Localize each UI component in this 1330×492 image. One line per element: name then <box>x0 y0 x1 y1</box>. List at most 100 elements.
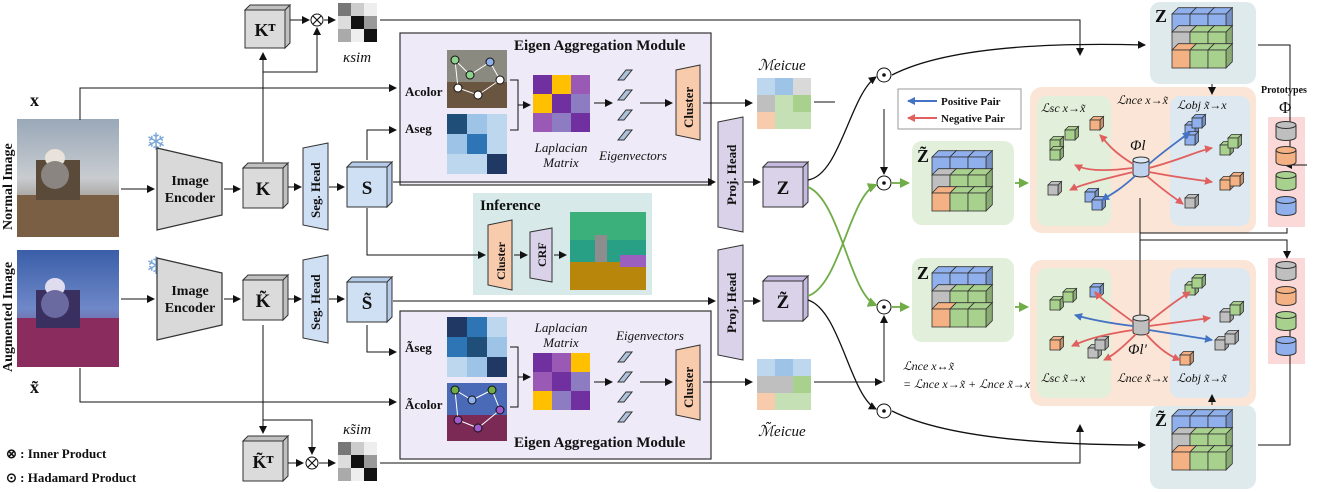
svg-text:K̃: K̃ <box>256 291 271 312</box>
kt-tilde-box: K̃ᵀ <box>241 434 290 483</box>
feature-cube <box>967 301 994 328</box>
loss-nce-bottom: ℒnce x̃→x <box>1117 371 1169 385</box>
svg-text:Cluster: Cluster <box>681 87 696 128</box>
svg-text:Z̃: Z̃ <box>777 292 790 313</box>
hadamard-product-legend: ⊙ : Hadamard Product <box>6 470 137 485</box>
prototype-cylinder <box>1275 171 1297 191</box>
sample-cube <box>1064 125 1080 141</box>
laplacian-tilde-label-1: Laplacian <box>534 320 588 335</box>
svg-text:CRF: CRF <box>535 242 549 267</box>
m-eicue-tilde-matrix <box>757 359 811 410</box>
loss-top-samples <box>1047 113 1245 211</box>
pair-arrows-bottom <box>1071 291 1213 362</box>
svg-text:Encoder: Encoder <box>165 301 216 316</box>
loss-panel-top-right <box>1170 96 1250 226</box>
sample-cube <box>1229 300 1245 316</box>
sample-cube <box>1049 145 1065 161</box>
phi-l-label: Φl <box>1130 138 1146 154</box>
augmented-image <box>17 250 119 367</box>
m-eicue-label: ℳeicue <box>758 58 806 74</box>
loss-bottom-samples <box>1049 273 1245 366</box>
kt-box: Kᵀ <box>243 3 292 50</box>
hadamard-op-1 <box>876 67 892 83</box>
z-tilde-bottom-cubes <box>1171 408 1234 471</box>
loss-obj-bottom: ℒobj x̃→x̃ <box>1177 371 1227 385</box>
sample-cube <box>1184 193 1200 209</box>
loss-sc-bottom: ℒsc x̃→x <box>1041 371 1086 385</box>
image-encoder-bottom: Image Encoder <box>156 257 223 341</box>
nce-sum-line1: ℒnce x↔x̃ <box>903 359 955 373</box>
eam-bottom-title: Eigen Aggregation Module <box>514 435 686 451</box>
svg-text:K: K <box>256 179 271 200</box>
m-eicue-matrix <box>757 78 811 129</box>
sample-cube <box>1224 329 1240 345</box>
sample-cube <box>1229 171 1245 187</box>
m-eicue-tilde-label: ℳ̃eicue <box>758 421 806 440</box>
laplacian-label-2: Matrix <box>542 155 579 170</box>
hadamard-op-2 <box>876 175 892 191</box>
sample-cube <box>1227 133 1243 149</box>
z-top-label: Z <box>1155 6 1167 26</box>
feature-cube <box>1207 444 1234 471</box>
z-tilde-mid-cubes <box>931 149 994 212</box>
prototypes-bottom-cylinders <box>1275 261 1297 356</box>
seg-head-top: Seg. Head <box>302 142 329 231</box>
svg-text:S: S <box>362 178 373 199</box>
feature-cube <box>1207 42 1234 69</box>
z-tilde-mid-label: Z̃ <box>917 146 929 166</box>
eigenvectors-label-top: Eigenvectors <box>598 148 667 163</box>
loss-sc-top: ℒsc x→x̃ <box>1041 101 1086 115</box>
a-color-image <box>447 50 507 108</box>
prototype-cylinder <box>1275 311 1297 331</box>
prototype-cylinder <box>1275 336 1297 356</box>
sample-cube <box>1089 115 1105 131</box>
proj-head-bottom: Proj. Head <box>717 244 744 361</box>
z-tilde-bottom-label: Z̃ <box>1155 410 1167 430</box>
sample-cube <box>1094 335 1110 351</box>
prototype-cylinder <box>1275 261 1297 281</box>
svg-text:Image: Image <box>171 284 208 299</box>
pair-legend-box <box>897 88 1022 130</box>
z-mid-cubes <box>931 265 994 328</box>
z-box: Z <box>761 160 810 209</box>
eigenvectors-top <box>616 69 634 141</box>
sample-cube <box>1049 335 1065 351</box>
sample-cube <box>1191 113 1207 129</box>
prototypes-title: Prototypes <box>1261 85 1307 96</box>
z-mid-label: Z <box>917 263 929 283</box>
svg-text:Encoder: Encoder <box>165 191 216 206</box>
prototypes-symbol: Φ <box>1279 98 1291 117</box>
a-seg-tilde-matrix <box>447 317 507 377</box>
inner-product-op-bottom <box>305 456 319 470</box>
inner-product-legend: ⊗ : Inner Product <box>6 446 107 461</box>
image-encoder-top: Image Encoder <box>156 147 223 231</box>
hadamard-op-3 <box>876 299 892 315</box>
svg-text:K̃ᵀ: K̃ᵀ <box>253 452 274 472</box>
a-color-tilde-label: Ãcolor <box>405 397 443 412</box>
inference-crf-box: CRF <box>529 227 553 283</box>
a-color-label: Acolor <box>405 84 443 99</box>
sample-cube <box>1191 273 1207 289</box>
inference-title: Inference <box>480 198 541 214</box>
prototype-cylinder <box>1275 121 1297 141</box>
prototype-cylinder <box>1275 146 1297 166</box>
k-box: K <box>241 161 290 210</box>
z-top-cubes <box>1171 6 1234 69</box>
a-color-tilde-image <box>447 383 507 441</box>
feature-cube <box>967 185 994 212</box>
negative-pair-label: Negative Pair <box>941 113 1005 125</box>
svg-text:Cluster: Cluster <box>681 367 696 408</box>
sample-cube <box>1047 180 1063 196</box>
a-seg-label: Aseg <box>405 121 432 136</box>
s-tilde-box: S̃ <box>345 275 394 324</box>
nce-sum-line2: = ℒnce x→x̃ + ℒnce x̃→x <box>903 377 1031 391</box>
sample-cube <box>1179 350 1195 366</box>
laplacian-matrix-top <box>533 75 590 132</box>
svg-text:S̃: S̃ <box>362 293 373 314</box>
phi-l2-label: Φl′ <box>1128 342 1148 358</box>
x-symbol: x <box>30 90 39 110</box>
svg-text:Seg. Head: Seg. Head <box>308 274 323 330</box>
phi-l2-cylinder <box>1132 314 1150 336</box>
loss-obj-top: ℒobj x̃→x <box>1177 98 1227 112</box>
